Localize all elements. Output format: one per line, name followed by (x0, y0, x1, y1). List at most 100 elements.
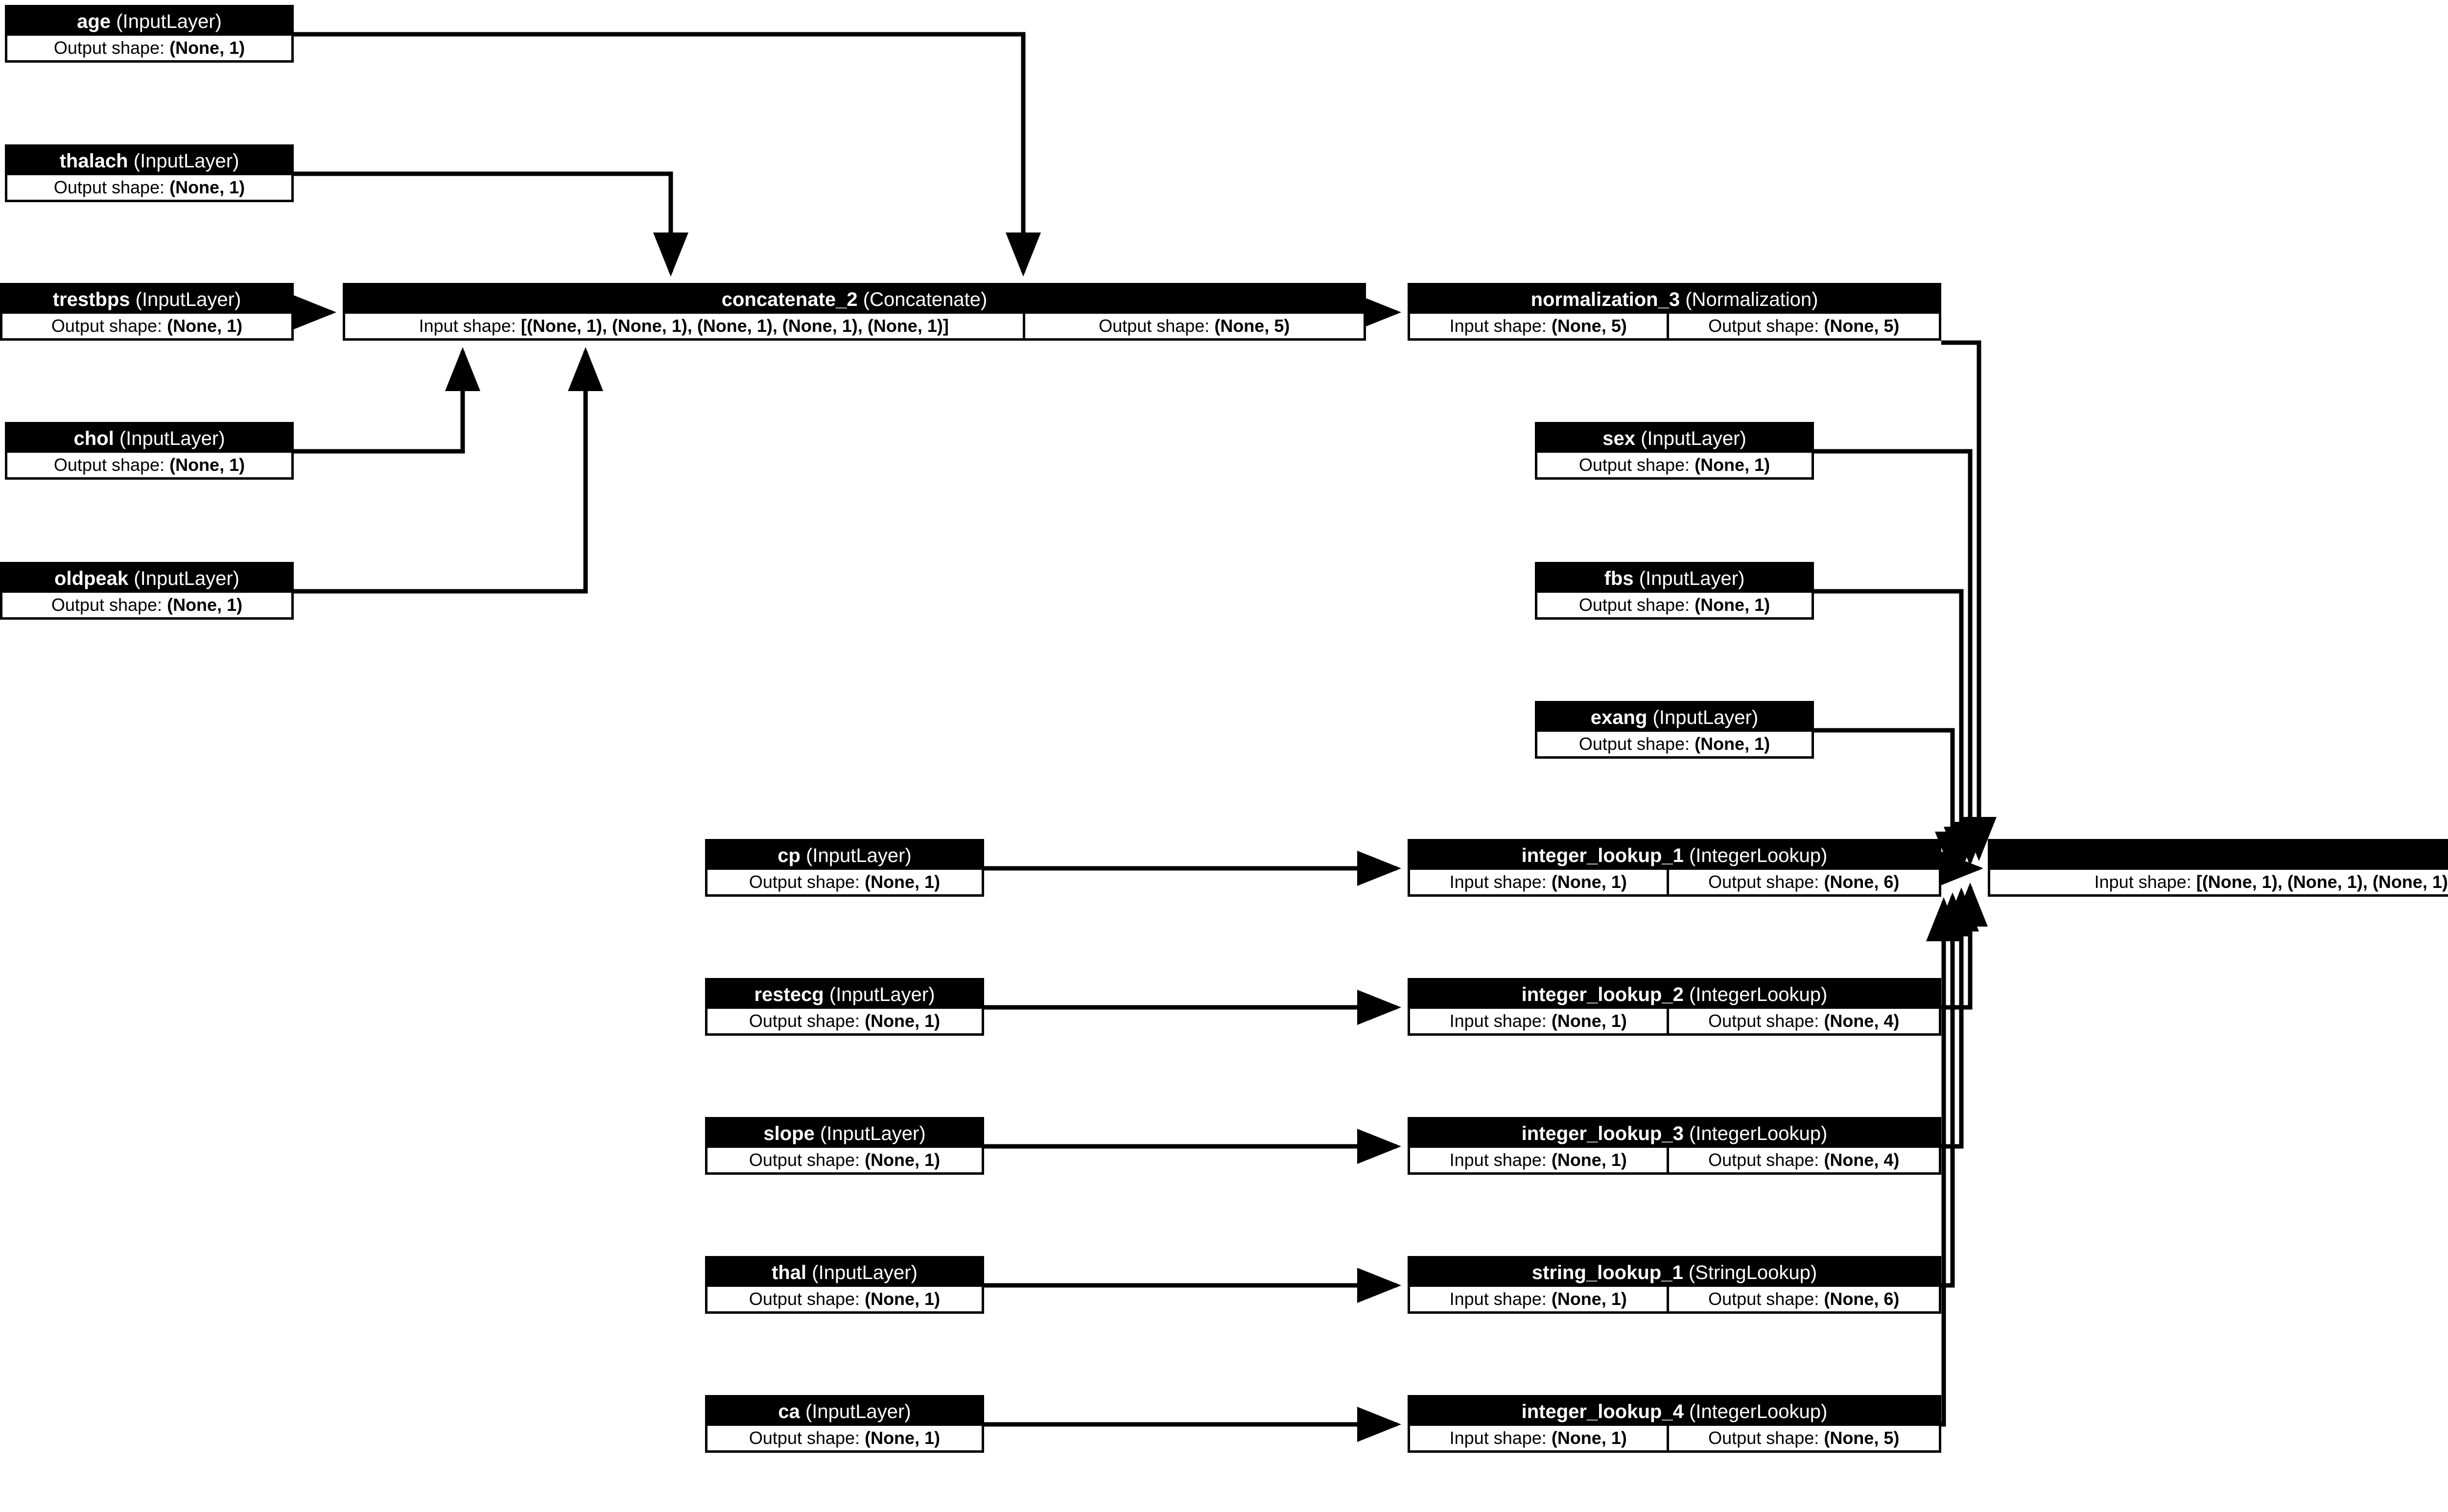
node-fbs[interactable]: fbs (InputLayer)Output shape: (None, 1) (1535, 562, 1814, 620)
shape-value: (None, 6) (1824, 1289, 1900, 1309)
edge-age-to-concatenate_2 (294, 32, 1041, 277)
shape-label: Input shape: (1449, 1428, 1547, 1448)
shape-label: Output shape: (1708, 1289, 1819, 1309)
shape-label: Input shape: (2094, 872, 2191, 892)
shape-value: (None, 1) (865, 1150, 941, 1170)
node-concatenate_2[interactable]: concatenate_2 (Concatenate)Input shape: … (343, 283, 1366, 341)
node-body-exang: Output shape: (None, 1) (1537, 732, 1812, 756)
node-body-ca: Output shape: (None, 1) (707, 1426, 982, 1450)
output-shape-cell-trestbps: Output shape: (None, 1) (2, 314, 291, 338)
layer-name: cp (777, 845, 800, 866)
output-shape-cell-exang: Output shape: (None, 1) (1537, 732, 1812, 756)
node-title-sex: sex (InputLayer) (1537, 424, 1812, 453)
layer-name: slope (763, 1123, 815, 1144)
node-string_lookup_1[interactable]: string_lookup_1 (StringLookup)Input shap… (1408, 1256, 1941, 1314)
edge-thalach-to-concatenate_2 (294, 171, 688, 277)
shape-label: Output shape: (53, 177, 165, 197)
input-shape-cell-integer_lookup_3: Input shape: (None, 1) (1410, 1148, 1667, 1172)
layer-type: (InputLayer) (812, 1262, 918, 1283)
node-normalization_3[interactable]: normalization_3 (Normalization)Input sha… (1408, 283, 1941, 341)
shape-label: Output shape: (53, 38, 165, 58)
node-body-thalach: Output shape: (None, 1) (7, 175, 291, 200)
shape-label: Output shape: (749, 872, 860, 892)
node-title-integer_lookup_4: integer_lookup_4 (IntegerLookup) (1410, 1397, 1939, 1426)
shape-label: Input shape: (1449, 1150, 1547, 1170)
shape-label: Input shape: (1449, 316, 1547, 336)
shape-label: Input shape: (419, 316, 516, 336)
layer-type: (InputLayer) (1639, 568, 1745, 589)
layer-type: (InputLayer) (1641, 428, 1746, 449)
shape-value: (None, 6) (1824, 872, 1900, 892)
layer-name: restecg (754, 984, 824, 1005)
node-title-restecg: restecg (InputLayer) (707, 980, 982, 1009)
node-title-thal: thal (InputLayer) (707, 1258, 982, 1287)
shape-value: (None, 1) (865, 1289, 941, 1309)
shape-label: Output shape: (749, 1150, 860, 1170)
node-integer_lookup_1[interactable]: integer_lookup_1 (IntegerLookup)Input sh… (1408, 839, 1941, 897)
node-integer_lookup_3[interactable]: integer_lookup_3 (IntegerLookup)Input sh… (1408, 1117, 1941, 1175)
node-body-concatenate_2: Input shape: [(None, 1), (None, 1), (Non… (345, 314, 1364, 338)
node-restecg[interactable]: restecg (InputLayer)Output shape: (None,… (705, 978, 984, 1036)
layer-type: (InputLayer) (119, 428, 225, 449)
node-ca[interactable]: ca (InputLayer)Output shape: (None, 1) (705, 1395, 984, 1453)
node-concatenate_3[interactable]: concatenate_3 (Concatenate)Input shape: … (1988, 839, 2448, 897)
node-title-cp: cp (InputLayer) (707, 841, 982, 870)
output-shape-cell-fbs: Output shape: (None, 1) (1537, 593, 1812, 617)
layer-type: (InputLayer) (1652, 707, 1759, 728)
node-body-cp: Output shape: (None, 1) (707, 870, 982, 894)
shape-label: Input shape: (1449, 1289, 1547, 1309)
shape-label: Output shape: (1708, 1150, 1819, 1170)
node-title-fbs: fbs (InputLayer) (1537, 564, 1812, 593)
node-oldpeak[interactable]: oldpeak (InputLayer)Output shape: (None,… (0, 562, 294, 620)
node-title-exang: exang (InputLayer) (1537, 703, 1812, 732)
node-thalach[interactable]: thalach (InputLayer)Output shape: (None,… (5, 144, 294, 202)
shape-label: Output shape: (51, 316, 163, 336)
node-body-restecg: Output shape: (None, 1) (707, 1009, 982, 1033)
shape-value: (None, 1) (865, 872, 941, 892)
node-integer_lookup_4[interactable]: integer_lookup_4 (IntegerLookup)Input sh… (1408, 1395, 1941, 1453)
layer-name: ca (778, 1401, 800, 1422)
edge-oldpeak-to-concatenate_2 (294, 347, 603, 594)
node-exang[interactable]: exang (InputLayer)Output shape: (None, 1… (1535, 701, 1814, 759)
node-age[interactable]: age (InputLayer)Output shape: (None, 1) (5, 5, 294, 63)
node-trestbps[interactable]: trestbps (InputLayer)Output shape: (None… (0, 283, 294, 341)
output-shape-cell-string_lookup_1: Output shape: (None, 6) (1669, 1287, 1939, 1311)
shape-value: (None, 5) (1824, 1428, 1900, 1448)
node-title-integer_lookup_1: integer_lookup_1 (IntegerLookup) (1410, 841, 1939, 870)
node-title-thalach: thalach (InputLayer) (7, 147, 291, 175)
node-chol[interactable]: chol (InputLayer)Output shape: (None, 1) (5, 422, 294, 480)
node-title-normalization_3: normalization_3 (Normalization) (1410, 285, 1939, 314)
node-cp[interactable]: cp (InputLayer)Output shape: (None, 1) (705, 839, 984, 897)
input-shape-cell-string_lookup_1: Input shape: (None, 1) (1410, 1287, 1667, 1311)
input-shape-cell-concatenate_3: Input shape: [(None, 1), (None, 1), (Non… (1990, 870, 2448, 894)
node-title-integer_lookup_2: integer_lookup_2 (IntegerLookup) (1410, 980, 1939, 1009)
shape-label: Output shape: (1708, 316, 1819, 336)
layer-name: thal (772, 1262, 807, 1283)
node-body-oldpeak: Output shape: (None, 1) (2, 593, 291, 617)
edge-string_lookup_1-to-concatenate_3 (1935, 892, 1970, 1288)
node-sex[interactable]: sex (InputLayer)Output shape: (None, 1) (1535, 422, 1814, 480)
node-integer_lookup_2[interactable]: integer_lookup_2 (IntegerLookup)Input sh… (1408, 978, 1941, 1036)
layer-name: integer_lookup_4 (1521, 1401, 1684, 1422)
node-thal[interactable]: thal (InputLayer)Output shape: (None, 1) (705, 1256, 984, 1314)
layer-type: (StringLookup) (1688, 1262, 1817, 1283)
output-shape-cell-oldpeak: Output shape: (None, 1) (2, 593, 291, 617)
node-title-integer_lookup_3: integer_lookup_3 (IntegerLookup) (1410, 1119, 1939, 1148)
layer-type: (InputLayer) (829, 984, 935, 1005)
shape-value: (None, 4) (1824, 1150, 1900, 1170)
layer-type: (InputLayer) (806, 845, 912, 866)
layer-name: chol (73, 428, 114, 449)
node-body-thal: Output shape: (None, 1) (707, 1287, 982, 1311)
node-slope[interactable]: slope (InputLayer)Output shape: (None, 1… (705, 1117, 984, 1175)
layer-name: trestbps (52, 289, 130, 310)
layer-name: oldpeak (54, 568, 129, 589)
shape-value: [(None, 1), (None, 1), (None, 1), (None,… (2196, 872, 2448, 892)
output-shape-cell-restecg: Output shape: (None, 1) (707, 1009, 982, 1033)
shape-label: Output shape: (1708, 1428, 1819, 1448)
node-title-slope: slope (InputLayer) (707, 1119, 982, 1148)
node-title-concatenate_3: concatenate_3 (Concatenate) (1990, 841, 2448, 870)
shape-value: (None, 1) (1551, 1428, 1627, 1448)
edge-integer_lookup_4-to-concatenate_3 (1926, 897, 1961, 1427)
shape-value: (None, 1) (865, 1011, 941, 1031)
